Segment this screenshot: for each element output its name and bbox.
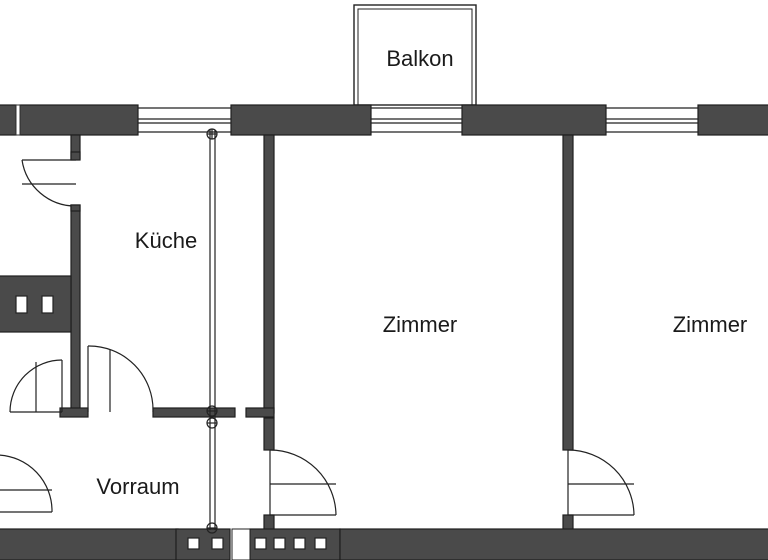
door-room-2: [567, 449, 635, 516]
door-vorraum-left: [0, 454, 53, 513]
top-wall: [0, 104, 768, 136]
bottom-wall: [0, 528, 768, 560]
door-left-lower: [9, 359, 63, 413]
window-balcony-door: [371, 107, 462, 133]
door-bathroom-top: [21, 151, 81, 212]
shaft-line: [206, 128, 218, 534]
room-label-balkon: Balkon: [386, 46, 453, 71]
interior-walls: [0, 134, 574, 531]
room-label-zimmer-2: Zimmer: [673, 312, 748, 337]
window-kitchen: [138, 107, 231, 133]
door-kitchen: [87, 345, 154, 413]
balcony: [353, 4, 477, 106]
room-label-zimmer-1: Zimmer: [383, 312, 458, 337]
window-room-2: [606, 107, 698, 133]
room-label-vorraum: Vorraum: [96, 474, 179, 499]
door-room-1: [269, 449, 337, 516]
room-label-kueche: Küche: [135, 228, 197, 253]
utility-boxes: [15, 295, 327, 550]
